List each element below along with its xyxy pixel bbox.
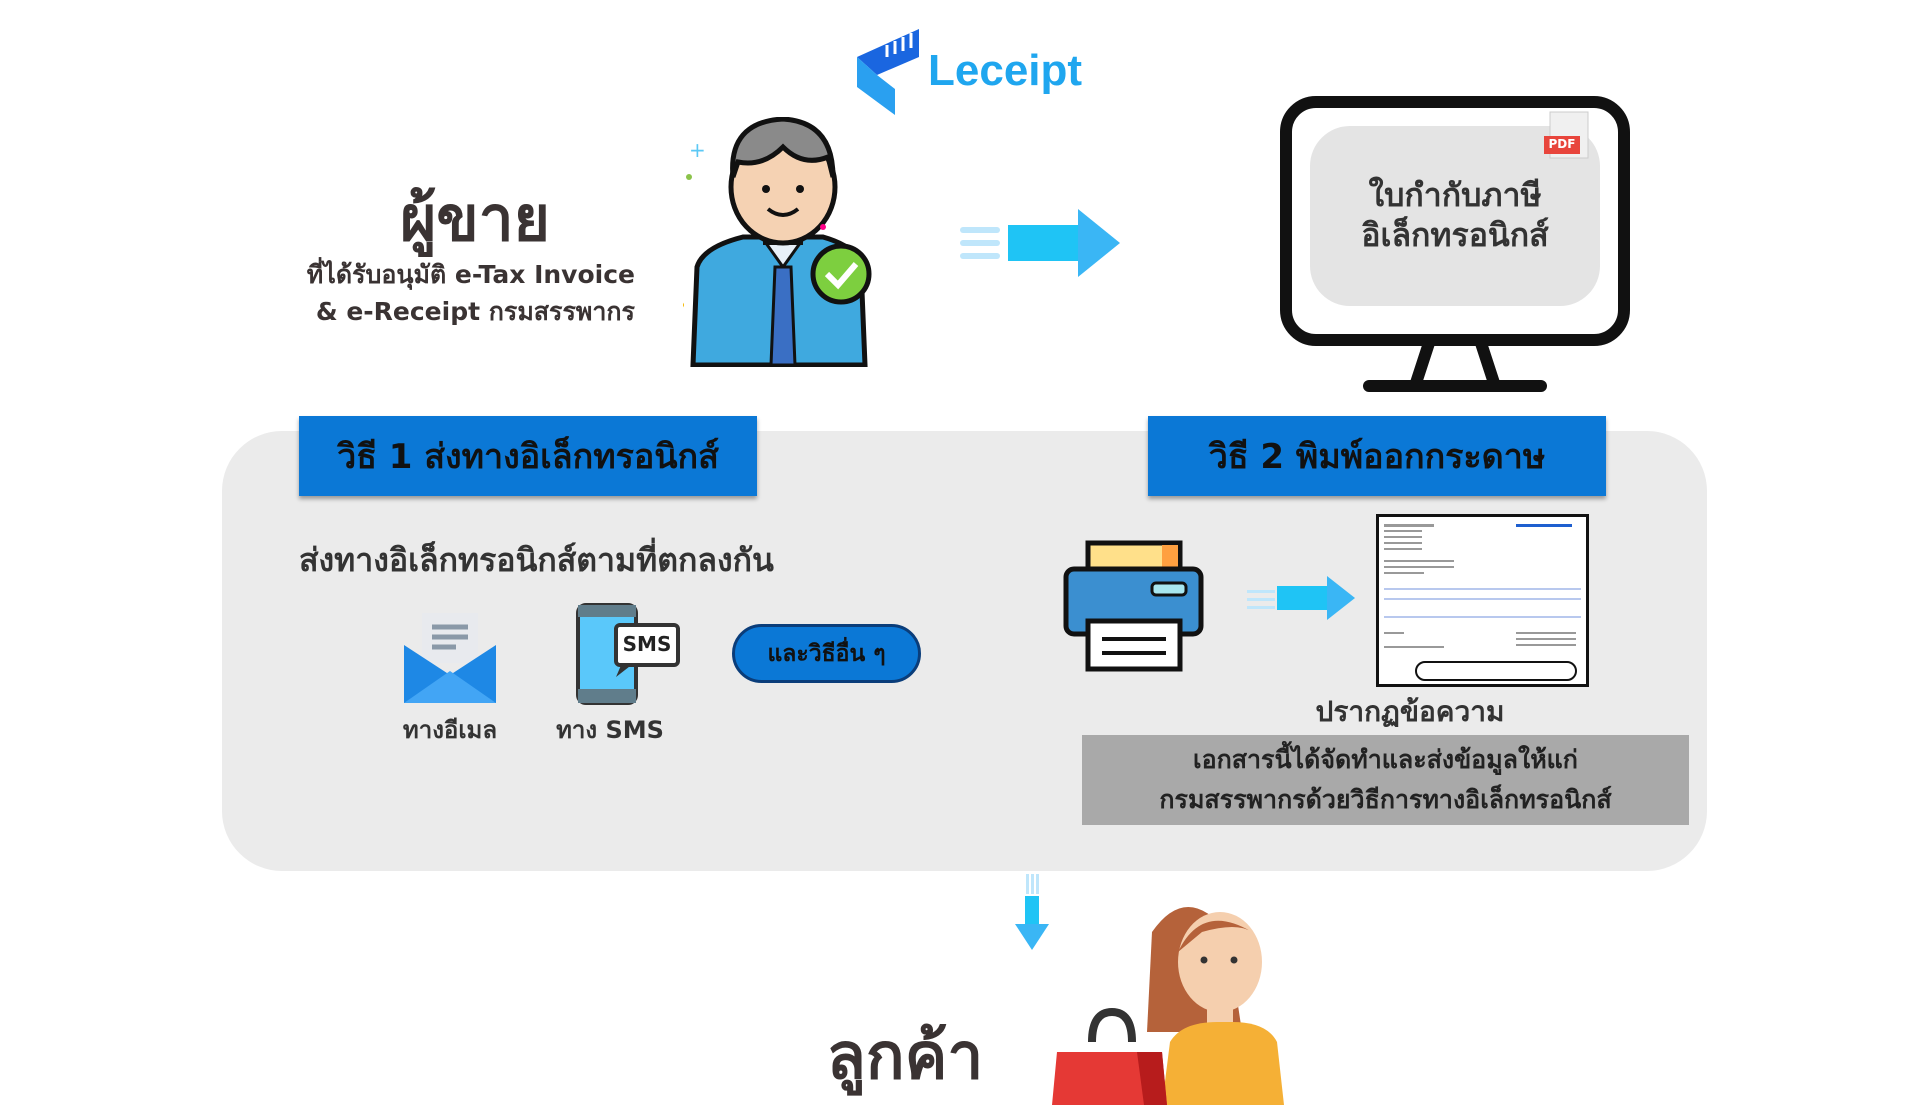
pdf-badge: PDF bbox=[1548, 137, 1576, 151]
seller-title: ผู้ขาย bbox=[400, 182, 550, 255]
arrow-down-icon bbox=[1015, 874, 1049, 950]
method1-description: ส่งทางอิเล็กทรอนิกส์ตามที่ตกลงกัน bbox=[299, 541, 774, 579]
receipt-document-icon bbox=[1376, 514, 1589, 687]
monitor-text: ใบกำกับภาษี อิเล็กทรอนิกส์ bbox=[1320, 175, 1590, 255]
email-label: ทางอีเมล bbox=[402, 716, 498, 744]
customer-person-icon bbox=[1052, 907, 1284, 1105]
seller-subtitle-line2: & e-Receipt กรมสรรพากร bbox=[315, 297, 635, 326]
seller-subtitle-line1: ที่ได้รับอนุมัติ e-Tax Invoice bbox=[306, 260, 635, 289]
method2-banner: วิธี 2 พิมพ์ออกกระดาษ bbox=[1148, 416, 1606, 496]
seller-person-icon: + bbox=[683, 117, 872, 367]
customer-label: ลูกค้า bbox=[826, 1020, 984, 1094]
email-icon bbox=[404, 613, 496, 703]
logo-text: Leceipt bbox=[928, 46, 1083, 95]
svg-text:+: + bbox=[689, 138, 706, 162]
small-arrow-right-icon bbox=[1247, 576, 1355, 620]
leceipt-logo-icon bbox=[857, 29, 919, 115]
sms-label: ทาง SMS bbox=[556, 716, 664, 744]
appear-label: ปรากฏข้อความ bbox=[1315, 695, 1505, 728]
other-methods-pill: และวิธีอื่น ๆ bbox=[732, 624, 921, 683]
monitor-icon bbox=[1280, 96, 1630, 392]
notice-line1: เอกสารนี้ได้จัดทำและส่งข้อมูลให้แก่ bbox=[1193, 745, 1578, 774]
printed-notice: เอกสารนี้ได้จัดทำและส่งข้อมูลให้แก่ กรมส… bbox=[1082, 735, 1689, 825]
sms-badge: SMS bbox=[622, 632, 672, 656]
monitor-line2: อิเล็กทรอนิกส์ bbox=[1361, 216, 1549, 254]
sms-phone-icon bbox=[576, 603, 680, 705]
method1-banner: วิธี 1 ส่งทางอิเล็กทรอนิกส์ bbox=[299, 416, 757, 496]
monitor-line1: ใบกำกับภาษี bbox=[1368, 176, 1542, 214]
arrow-right-icon bbox=[960, 209, 1120, 277]
printer-icon bbox=[1063, 540, 1204, 672]
notice-line2: กรมสรรพากรด้วยวิธีการทางอิเล็กทรอนิกส์ bbox=[1159, 785, 1612, 814]
